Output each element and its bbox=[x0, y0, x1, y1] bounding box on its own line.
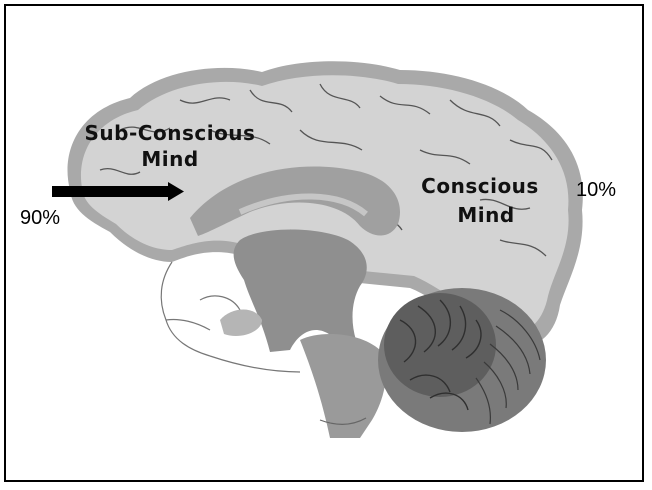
pituitary-region bbox=[220, 310, 262, 337]
conscious-percent: 10% bbox=[576, 179, 616, 201]
brainstem bbox=[300, 334, 386, 438]
conscious-label-line1: Conscious bbox=[421, 174, 539, 198]
subconscious-percent: 90% bbox=[20, 207, 60, 229]
thalamus bbox=[234, 230, 367, 353]
subconscious-label-line2: Mind bbox=[141, 147, 198, 171]
cerebellum bbox=[378, 288, 546, 432]
conscious-label-line2: Mind bbox=[457, 203, 514, 227]
subconscious-label-line1: Sub-Conscious bbox=[85, 121, 256, 145]
